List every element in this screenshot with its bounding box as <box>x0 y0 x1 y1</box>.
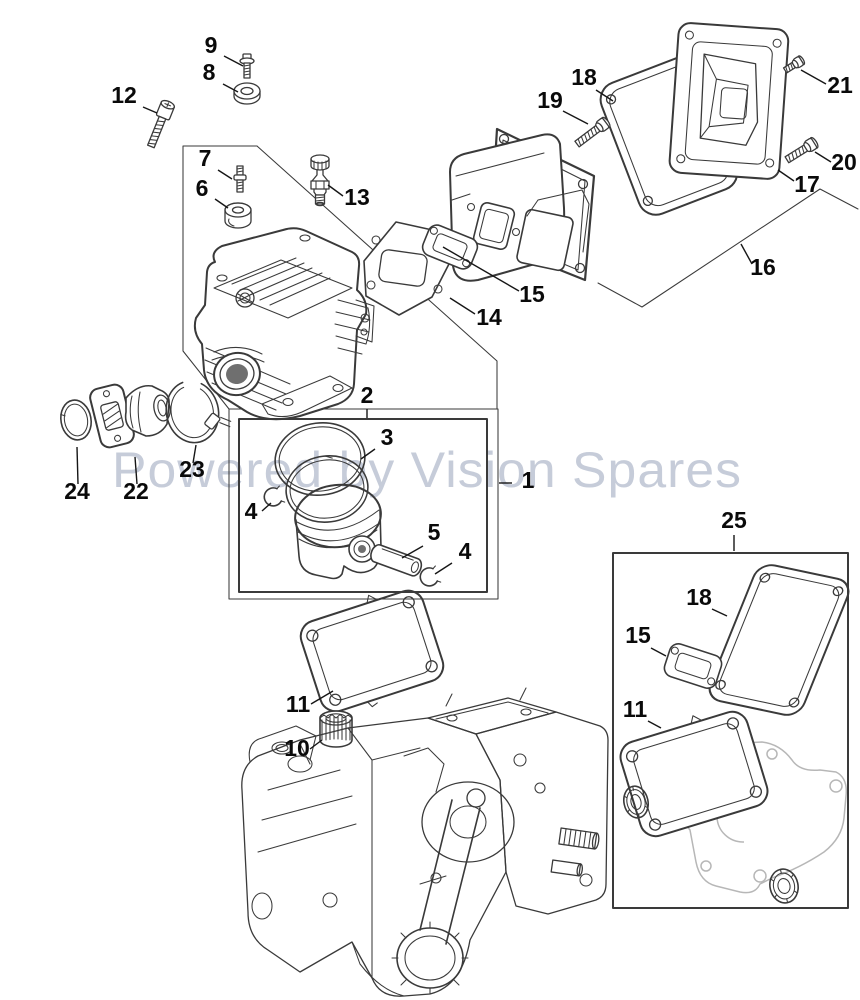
callout-7: 7 <box>199 145 212 171</box>
callout-3: 3 <box>381 424 394 450</box>
screw-21-drawing <box>782 55 806 74</box>
callout-12: 12 <box>111 82 137 108</box>
callout-17: 17 <box>794 171 820 197</box>
stud-7-drawing <box>233 165 247 193</box>
intake-ring-24-drawing <box>60 399 92 441</box>
callout-4-right: 4 <box>459 538 472 564</box>
screw-12-drawing <box>146 99 176 149</box>
crankcase-drawing <box>241 687 609 997</box>
callout-23: 23 <box>179 456 205 482</box>
piston-pin-5-drawing <box>370 543 423 577</box>
intake-manifold-22-drawing <box>89 383 171 449</box>
oil-seal-small-drawing <box>622 785 650 819</box>
callout-16: 16 <box>750 254 776 280</box>
callout-11-box: 11 <box>623 696 648 722</box>
piston-drawing <box>294 483 382 580</box>
set-gasket-15-drawing <box>663 643 723 689</box>
callout-18: 18 <box>571 64 597 90</box>
callout-11-main: 11 <box>286 691 311 717</box>
callout-2: 2 <box>361 382 374 408</box>
callout-19: 19 <box>537 87 563 113</box>
hose-clamp-23-drawing <box>165 381 232 444</box>
set-gasket-18-drawing <box>708 564 850 716</box>
decompression-valve-13-drawing <box>310 154 330 207</box>
washer-8-drawing <box>233 82 261 105</box>
screw-9-drawing <box>239 53 255 79</box>
screw-19-drawing <box>574 116 611 148</box>
circlip-4-left-drawing <box>263 485 286 507</box>
callout-15-box: 15 <box>625 622 651 648</box>
sleeve-6-drawing <box>224 202 252 229</box>
callout-8: 8 <box>203 59 216 85</box>
muffler-cover-17-drawing <box>668 22 790 180</box>
callout-13: 13 <box>344 184 370 210</box>
callout-labels: 9 8 12 7 6 13 19 18 21 20 17 16 15 14 2 … <box>64 32 857 761</box>
cylinder-gasket-11-drawing <box>299 589 445 713</box>
screw-20-drawing <box>784 136 819 164</box>
callout-9: 9 <box>205 32 218 58</box>
piston-kit-box-2 <box>238 418 488 593</box>
gasket-set-box-25 <box>612 552 849 909</box>
callout-1: 1 <box>522 467 535 493</box>
cylinder-drawing <box>193 227 375 421</box>
callout-22: 22 <box>123 478 149 504</box>
callout-24: 24 <box>64 478 90 504</box>
needle-bearing-10-drawing <box>319 710 353 748</box>
oil-seal-large-drawing <box>769 868 799 904</box>
callout-10: 10 <box>284 735 310 761</box>
exhaust-gasket-15-drawing <box>421 224 479 270</box>
callout-4-left: 4 <box>245 498 258 524</box>
callout-14: 14 <box>476 304 502 330</box>
callout-21: 21 <box>827 72 853 98</box>
muffler-group-16-lines <box>597 188 859 308</box>
callout-25: 25 <box>721 507 747 533</box>
callout-6: 6 <box>196 175 209 201</box>
set-gasket-11-drawing <box>619 710 769 838</box>
callout-15: 15 <box>519 281 545 307</box>
leader-lines <box>76 55 832 750</box>
piston-rings-3-drawing <box>274 422 369 523</box>
callout-20: 20 <box>831 149 857 175</box>
callout-5: 5 <box>428 519 441 545</box>
muffler-body-16-drawing <box>449 133 590 282</box>
watermark-text: Powered by Vision Spares <box>112 442 742 498</box>
circlip-4-right-drawing <box>419 565 442 587</box>
callout-18-box: 18 <box>686 584 712 610</box>
